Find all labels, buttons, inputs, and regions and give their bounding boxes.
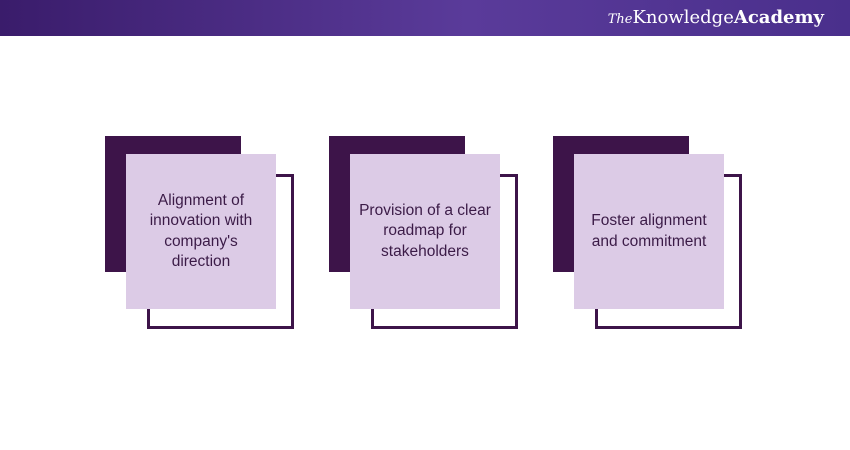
knowledge-academy-logo[interactable]: TheKnowledgeAcademy (608, 7, 824, 31)
logo-academy: Academy (733, 7, 824, 28)
card-front: Provision of a clear roadmap for stakeho… (350, 154, 500, 309)
benefit-card-2: Provision of a clear roadmap for stakeho… (329, 136, 524, 331)
header-bar: TheKnowledgeAcademy (0, 0, 850, 36)
card-text: Provision of a clear roadmap for stakeho… (359, 201, 491, 260)
benefit-card-3: Foster alignment and commitment (553, 136, 748, 331)
logo-the: The (607, 12, 633, 27)
card-front: Alignment of innovation with company's d… (126, 154, 276, 309)
logo-knowledge: Knowledge (632, 7, 734, 28)
benefit-card-1: Alignment of innovation with company's d… (105, 136, 300, 331)
card-text: Alignment of innovation with company's d… (149, 191, 253, 271)
card-text: Foster alignment and commitment (591, 212, 707, 250)
card-front: Foster alignment and commitment (574, 154, 724, 309)
